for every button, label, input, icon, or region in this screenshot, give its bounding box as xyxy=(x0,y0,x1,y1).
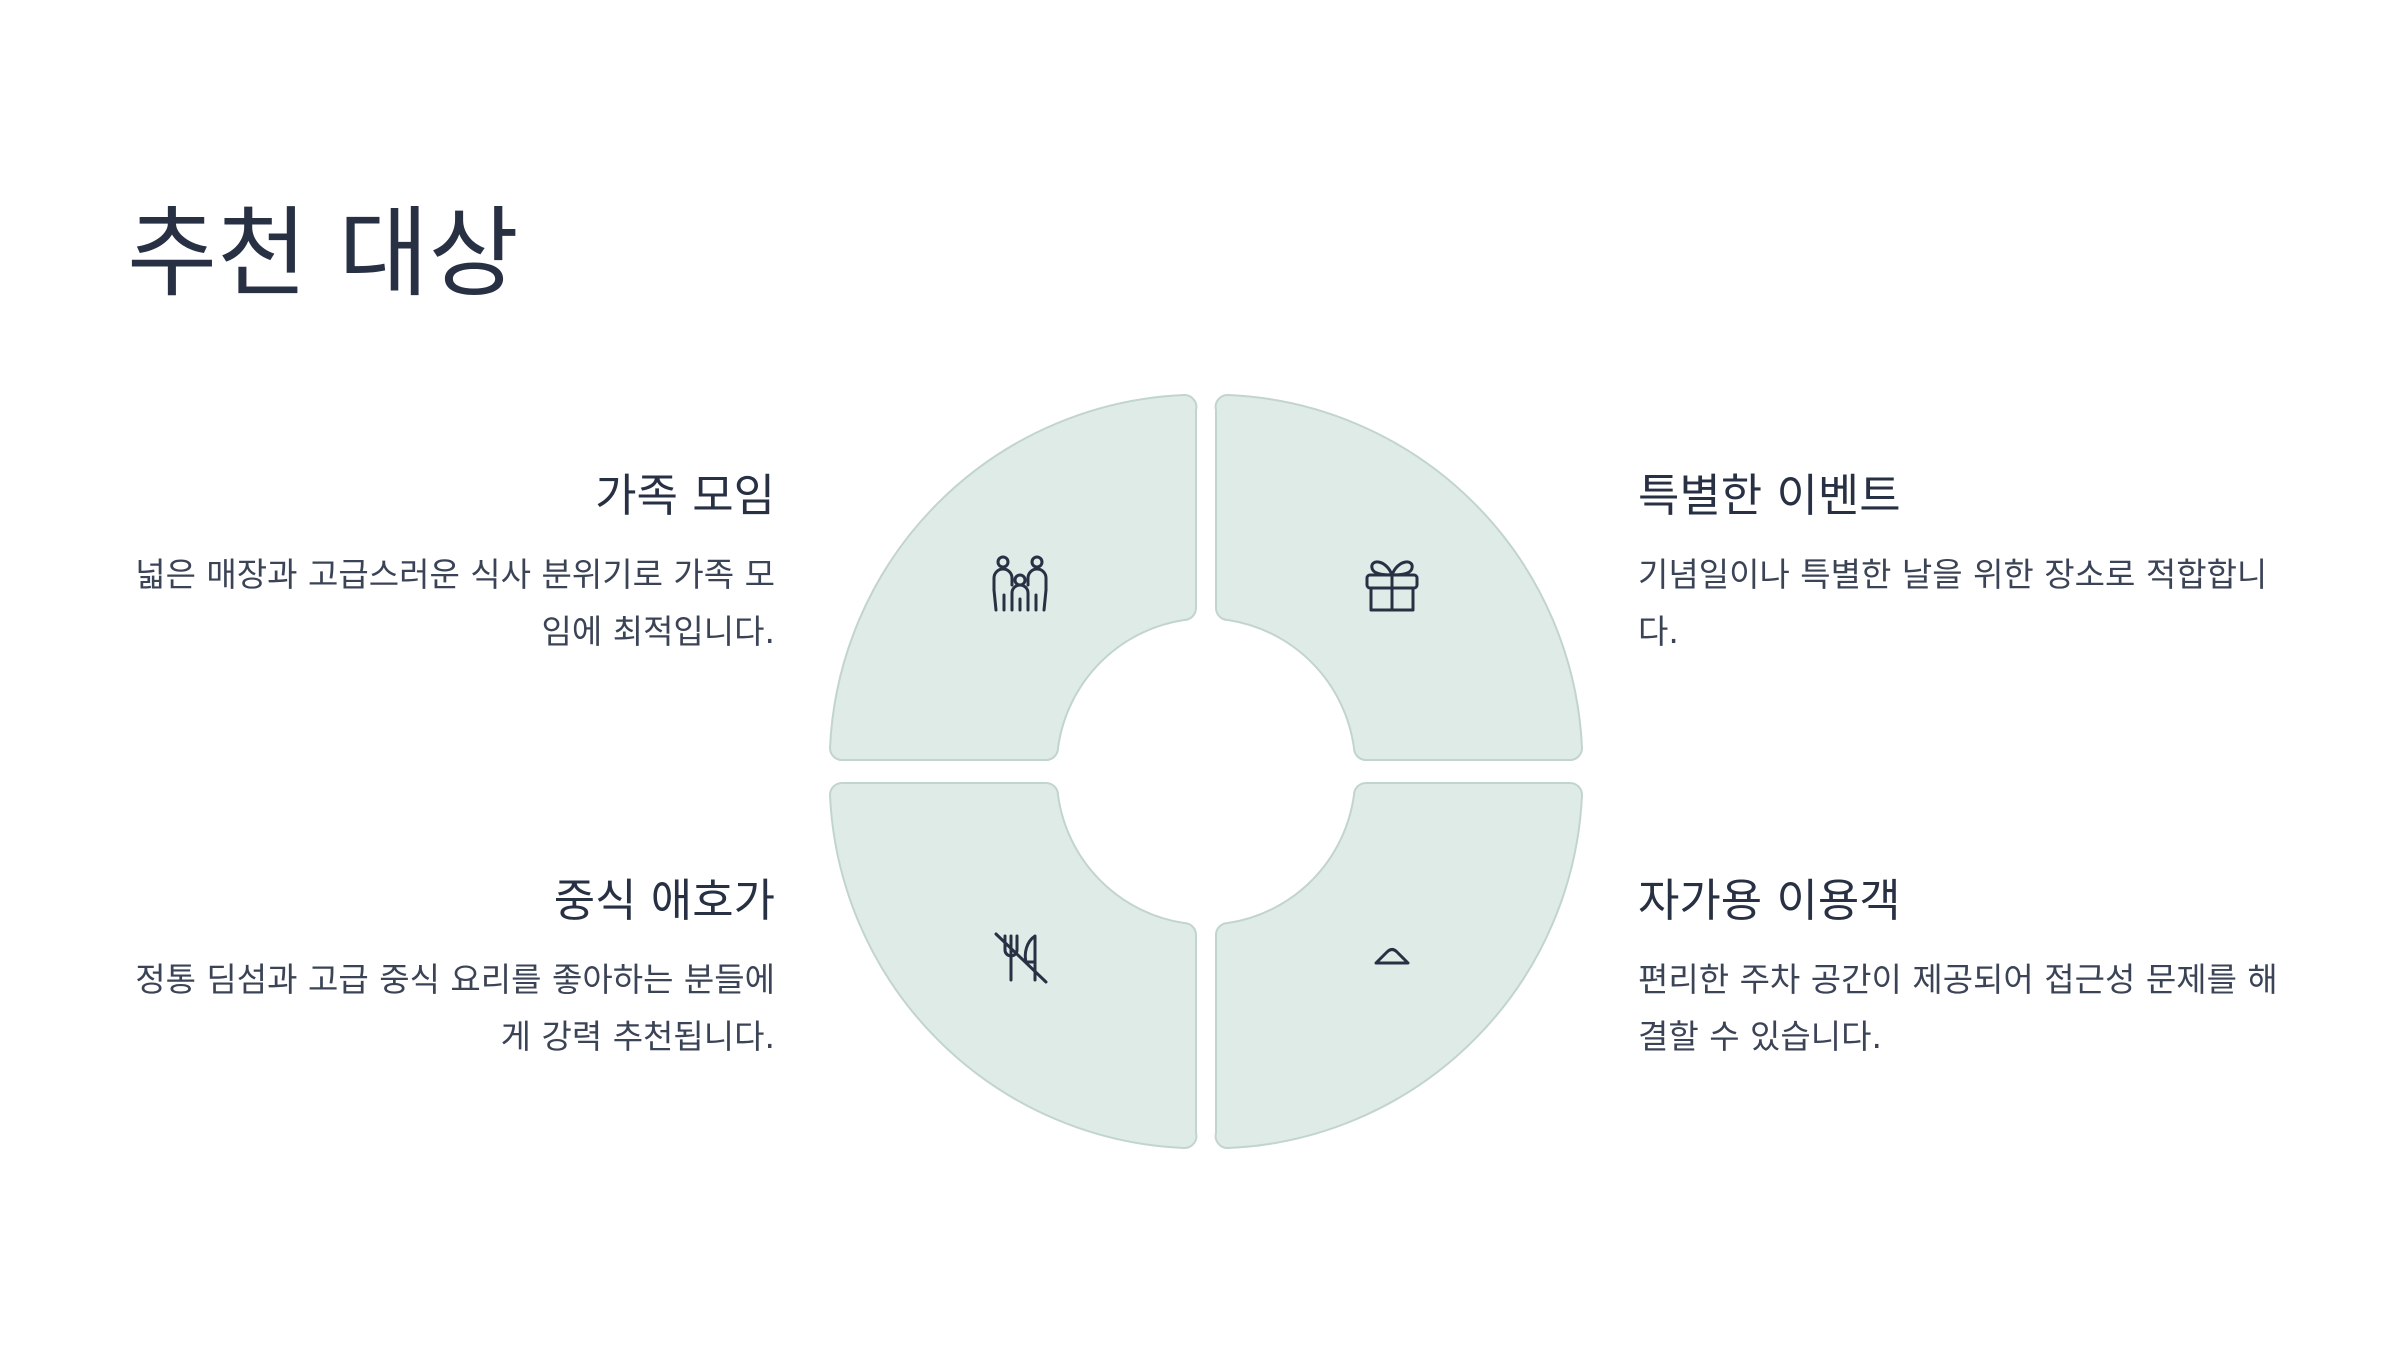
segment-family xyxy=(828,393,1198,761)
gift-icon xyxy=(1365,560,1419,612)
item-family-gathering: 가족 모임 넓은 매장과 고급스러운 식사 분위기로 가족 모임에 최적입니다. xyxy=(125,468,775,660)
item-title: 특별한 이벤트 xyxy=(1638,469,1901,522)
page-title: 추천 대상 xyxy=(127,197,519,311)
utensils-off-icon xyxy=(994,932,1048,984)
item-special-event: 특별한 이벤트 기념일이나 특별한 날을 위한 장소로 적합합니다. xyxy=(1638,468,2288,660)
segment-parking xyxy=(1214,782,1584,1150)
segment-event xyxy=(1214,393,1584,761)
segment-chinese-food xyxy=(828,782,1198,1150)
item-description: 편리한 주차 공간이 제공되어 접근성 문제를 해결할 수 있습니다. xyxy=(1638,960,2278,1057)
item-description: 넓은 매장과 고급스러운 식사 분위기로 가족 모임에 최적입니다. xyxy=(135,555,775,652)
segment-parking-shape xyxy=(1214,782,1584,1150)
item-chinese-food-lover: 중식 애호가 정통 딤섬과 고급 중식 요리를 좋아하는 분들에게 강력 추천됩… xyxy=(125,873,775,1065)
family-icon xyxy=(992,555,1048,612)
segment-chinese-food-shape xyxy=(828,782,1198,1150)
item-car-owner: 자가용 이용객 편리한 주차 공간이 제공되어 접근성 문제를 해결할 수 있습… xyxy=(1638,873,2288,1065)
segment-event-shape xyxy=(1214,393,1584,761)
chevron-up-icon xyxy=(1374,948,1410,965)
item-title: 자가용 이용객 xyxy=(1638,874,1901,927)
item-description: 기념일이나 특별한 날을 위한 장소로 적합합니다. xyxy=(1638,555,2268,652)
item-title: 중식 애호가 xyxy=(553,874,775,927)
item-title: 가족 모임 xyxy=(595,469,775,522)
item-description: 정통 딤섬과 고급 중식 요리를 좋아하는 분들에게 강력 추천됩니다. xyxy=(135,960,775,1057)
